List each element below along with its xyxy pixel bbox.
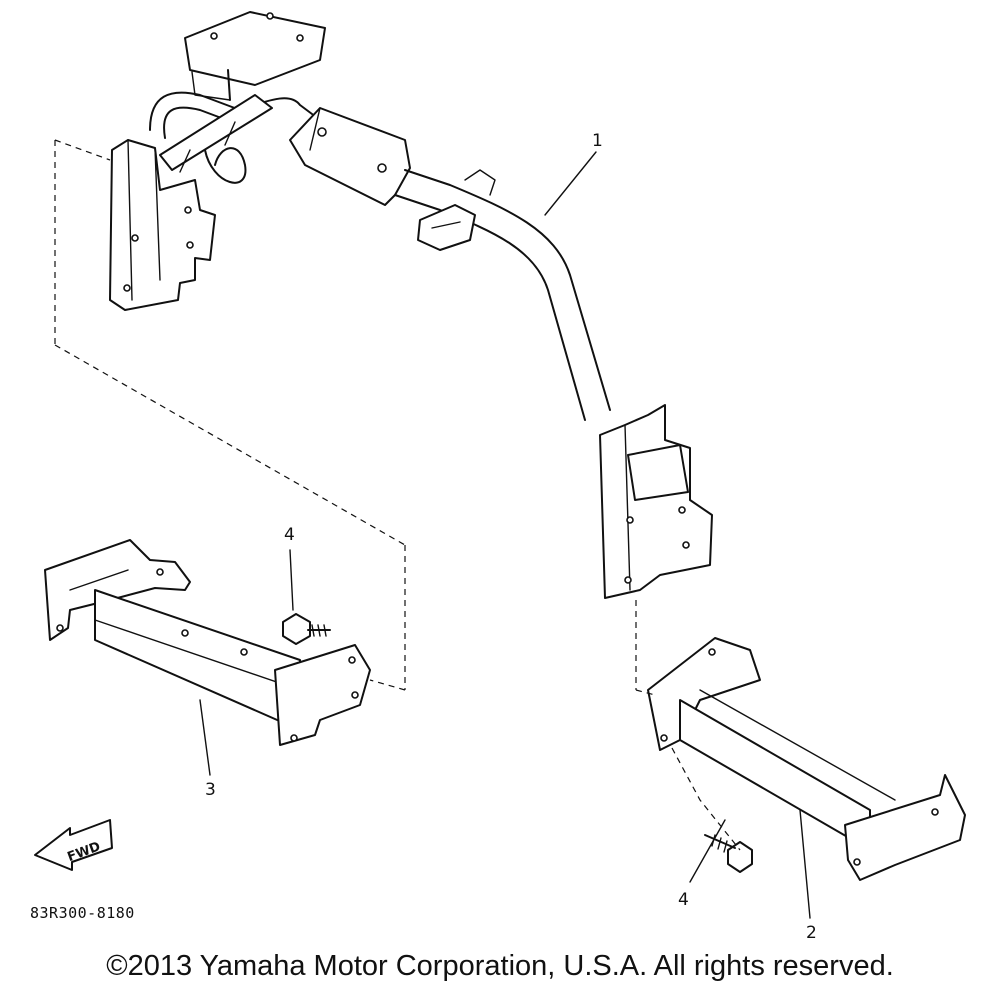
part-3-left-bracket bbox=[44, 539, 371, 746]
callout-3: 3 bbox=[205, 780, 216, 800]
part-2-right-bracket bbox=[647, 637, 966, 881]
part-4-bolt-right bbox=[704, 834, 753, 873]
part-4-bolt-left bbox=[282, 613, 331, 645]
assembly-lines bbox=[54, 139, 741, 851]
part-1-steering-frame bbox=[109, 11, 713, 599]
callout-4-left: 4 bbox=[284, 525, 295, 545]
callout-4-right: 4 bbox=[678, 890, 689, 910]
leader-lines bbox=[199, 151, 811, 919]
fwd-arrow-icon: FWD bbox=[34, 819, 113, 871]
callout-2: 2 bbox=[806, 923, 817, 943]
drawing-code: 83R300-8180 bbox=[30, 904, 135, 922]
callout-1: 1 bbox=[592, 131, 603, 151]
copyright-notice: ©2013 Yamaha Motor Corporation, U.S.A. A… bbox=[106, 950, 894, 982]
